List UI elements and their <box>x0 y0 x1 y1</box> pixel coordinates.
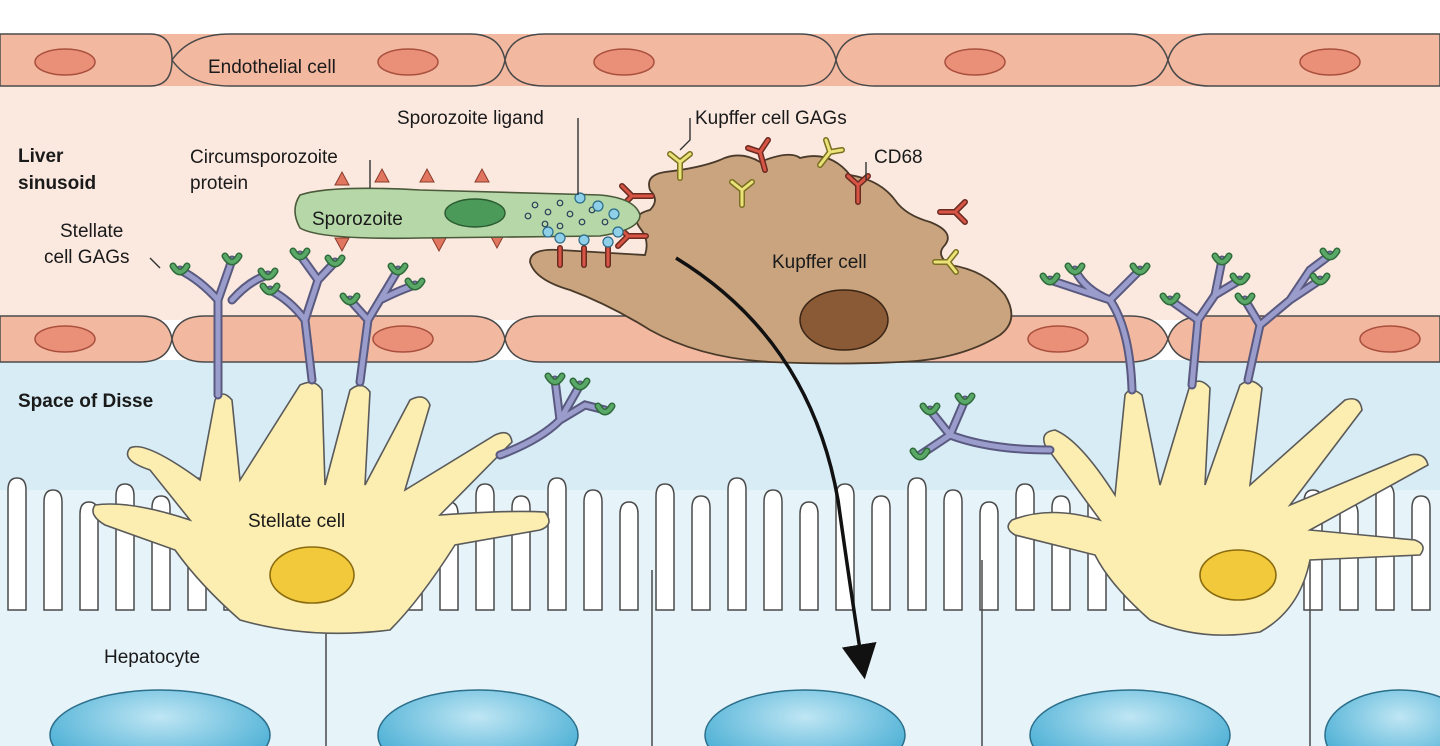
label-kupffer-gags: Kupffer cell GAGs <box>695 108 847 129</box>
microvillus <box>43 489 63 611</box>
gag-cap <box>1213 254 1231 264</box>
labels: Endothelial cell Liver sinusoid Circumsp… <box>18 57 923 668</box>
gag-cap <box>921 404 939 414</box>
hepatocyte-nucleus <box>1029 689 1231 746</box>
kupffer-nucleus <box>799 289 889 351</box>
sporozoite-nucleus <box>444 198 506 228</box>
kupffer-cell <box>529 153 1013 365</box>
label-stellate-gags-2: cell GAGs <box>44 247 130 268</box>
microvillus <box>871 495 891 611</box>
microvillus <box>691 495 711 611</box>
microvillus <box>619 501 639 611</box>
microvillus <box>979 501 999 611</box>
label-stellate-gags-1: Stellate <box>60 221 123 242</box>
label-cd68: CD68 <box>874 147 923 168</box>
gag-cap <box>389 264 407 274</box>
microvillus <box>583 489 603 611</box>
microvillus <box>115 483 135 611</box>
label-circumsporozoite-1: Circumsporozoite <box>190 147 338 168</box>
microvillus <box>1015 483 1035 611</box>
microvillus <box>799 501 819 611</box>
gag-cap <box>261 284 279 294</box>
label-space-of-disse: Space of Disse <box>18 391 153 412</box>
gag-cap <box>259 269 277 279</box>
microvillus <box>907 477 927 611</box>
stellate-gags <box>169 247 1341 461</box>
ligand-dot <box>592 200 604 212</box>
ligand-dot <box>602 236 614 248</box>
microvillus <box>547 477 567 611</box>
ligand-dot <box>574 192 586 204</box>
hepatocyte-nuclei <box>49 689 1440 746</box>
gag-cap <box>1131 264 1149 274</box>
ligand-dot <box>578 234 590 246</box>
leader-lines <box>149 118 867 269</box>
gag-cap <box>1066 264 1084 274</box>
label-sporozoite-ligand: Sporozoite ligand <box>397 108 544 129</box>
gag-cap <box>596 404 614 414</box>
label-hepatocyte: Hepatocyte <box>104 647 200 668</box>
microvillus <box>763 489 783 611</box>
label-stellate-cell: Stellate cell <box>248 511 345 532</box>
label-circumsporozoite-2: protein <box>190 173 248 194</box>
label-liver-sinusoid-1: Liver <box>18 146 64 167</box>
ligand-dot <box>542 226 554 238</box>
gag-cap <box>291 249 309 259</box>
stellate-nucleus <box>269 546 355 604</box>
label-sporozoite: Sporozoite <box>312 209 403 230</box>
gag-cap <box>546 374 564 384</box>
invasion-arrow <box>675 256 877 680</box>
ligand-dot <box>554 232 566 244</box>
hepatocyte-nucleus <box>49 689 271 746</box>
hepatocyte-nucleus <box>704 689 906 746</box>
gag-cap <box>326 256 344 266</box>
microvillus <box>475 483 495 611</box>
gag-cap <box>1041 274 1059 284</box>
label-endothelial-cell: Endothelial cell <box>208 57 336 78</box>
gag-cap <box>1321 249 1339 259</box>
gag-cap <box>341 294 359 304</box>
gag-cap <box>1236 294 1254 304</box>
hepatocyte-nucleus <box>1324 689 1440 746</box>
gag-cap <box>1311 274 1329 284</box>
ligand-dot <box>612 226 624 238</box>
gag-cap <box>406 279 424 289</box>
microvillus <box>7 477 27 611</box>
microvillus <box>943 489 963 611</box>
stellate-nucleus <box>1199 549 1277 601</box>
gag-cap <box>223 254 241 264</box>
gag-cap <box>171 264 189 274</box>
microvillus <box>727 477 747 611</box>
gag-cap <box>911 449 929 459</box>
label-liver-sinusoid-2: sinusoid <box>18 173 96 194</box>
ligand-dot <box>608 208 620 220</box>
endothelial-row-top <box>0 33 1440 87</box>
stellate-cell-right <box>1007 380 1429 636</box>
gag-cap <box>1231 274 1249 284</box>
stellate-cell-left <box>92 381 550 635</box>
gag-cap <box>1161 294 1179 304</box>
hepatocyte-nucleus <box>377 689 579 746</box>
label-kupffer-cell: Kupffer cell <box>772 252 867 273</box>
sporozoite <box>294 167 641 253</box>
gag-cap <box>956 394 974 404</box>
gag-cap <box>571 379 589 389</box>
microvillus <box>655 483 675 611</box>
